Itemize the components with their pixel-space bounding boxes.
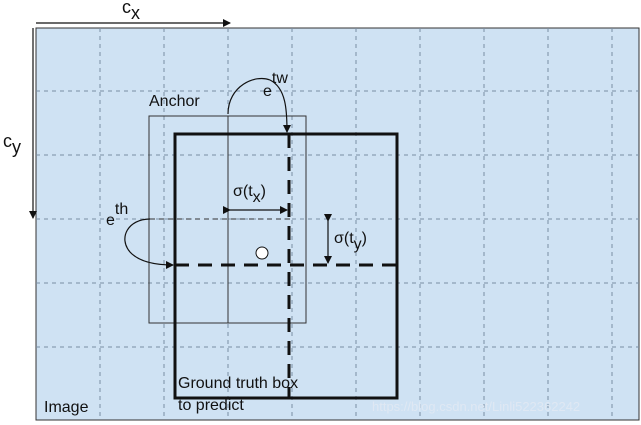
sigma-tx-label: σ(tx) (233, 183, 266, 206)
center-point (255, 246, 269, 260)
sigma-tx-pre: σ(t (233, 183, 253, 200)
e-tw-label: etw (263, 70, 288, 100)
e-tw-sup: tw (272, 70, 288, 87)
cx-label: cx (122, 0, 140, 23)
watermark: https://blog.csdn.net/Linli522362242 (372, 399, 580, 414)
e-th-sup: th (115, 201, 128, 218)
e-th-base: e (106, 212, 115, 229)
grid (36, 28, 639, 420)
cy-main: c (3, 131, 12, 151)
cy-label: cy (3, 131, 21, 157)
sigma-tx-sub: x (253, 189, 261, 206)
anchor-label: Anchor (149, 93, 200, 110)
cx-main: c (122, 0, 131, 17)
ground-truth-label-2: to predict (178, 397, 244, 414)
sigma-ty-label: σ(ty) (334, 230, 367, 253)
cy-sub: y (12, 137, 21, 157)
e-tw-curve (227, 78, 291, 133)
image-area (35, 27, 640, 421)
sigma-ty-pre: σ(t (334, 230, 354, 247)
cx-sub: x (131, 3, 140, 23)
ground-truth-label-1: Ground truth box (178, 375, 298, 392)
e-th-curve (124, 218, 174, 269)
sigma-ty-sub: y (354, 236, 362, 253)
e-th-label: eth (106, 201, 128, 229)
sigma-ty-post: ) (362, 230, 367, 247)
e-tw-base: e (263, 83, 272, 100)
sigma-tx-post: ) (261, 183, 266, 200)
image-label: Image (44, 399, 89, 416)
